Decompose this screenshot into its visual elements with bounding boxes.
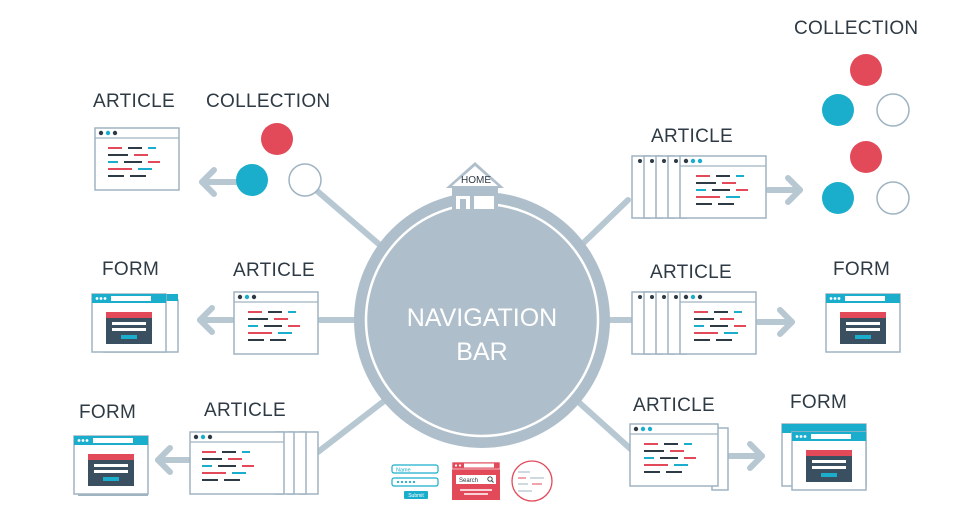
label-article-top-left: ARTICLE bbox=[93, 91, 175, 112]
form-bottom-right bbox=[781, 423, 867, 491]
article-page-top-left bbox=[94, 127, 180, 191]
arrow-left-bottom bbox=[155, 445, 193, 475]
hub-title-line2: BAR bbox=[456, 338, 507, 366]
article-page-bottom-right bbox=[629, 423, 729, 491]
label-article-bottom-right: ARTICLE bbox=[633, 395, 715, 416]
label-form-bottom-right: FORM bbox=[790, 392, 848, 413]
submit-button-label: Submit bbox=[408, 493, 424, 499]
spoke-bottom-right bbox=[571, 395, 637, 455]
collection-top-right-2 bbox=[822, 141, 910, 215]
collection-dot-cyan bbox=[822, 182, 854, 214]
collection-dot-red bbox=[850, 54, 882, 86]
label-collection-top-right: COLLECTION bbox=[794, 18, 919, 39]
collection-dot-empty bbox=[288, 163, 322, 197]
article-stack-mid-right bbox=[631, 291, 757, 355]
label-collection-top-left: COLLECTION bbox=[206, 91, 331, 112]
collection-dot-empty bbox=[876, 93, 910, 127]
article-page-mid-left bbox=[233, 291, 319, 355]
form-mid-left bbox=[91, 293, 179, 353]
submit-button[interactable] bbox=[404, 491, 428, 499]
flow-arrows bbox=[155, 167, 803, 475]
label-article-bottom-left: ARTICLE bbox=[204, 400, 286, 421]
search-input-label: Search bbox=[459, 478, 478, 484]
arrow-right-bottom bbox=[725, 441, 765, 471]
collection-dot-red bbox=[261, 123, 293, 155]
widget-login-form: Name Submit bbox=[391, 464, 439, 499]
widget-circular-card bbox=[511, 460, 553, 502]
form-bottom-left bbox=[73, 435, 149, 496]
collection-top-right-1 bbox=[822, 54, 910, 127]
arrow-left-mid bbox=[197, 305, 235, 335]
name-field-placeholder: Name bbox=[396, 468, 411, 474]
collection-top-left bbox=[236, 123, 322, 197]
home-label[interactable]: HOME bbox=[461, 175, 491, 186]
name-field[interactable] bbox=[391, 464, 439, 474]
collection-dot-cyan bbox=[822, 94, 854, 126]
label-article-mid-right: ARTICLE bbox=[650, 262, 732, 283]
label-form-bottom-left: FORM bbox=[79, 402, 137, 423]
collection-dot-empty bbox=[876, 181, 910, 215]
label-article-mid-left: ARTICLE bbox=[233, 260, 315, 281]
label-article-top-right: ARTICLE bbox=[651, 126, 733, 147]
article-stack-top-right bbox=[631, 155, 767, 219]
collection-dot-red bbox=[850, 141, 882, 173]
form-mid-right bbox=[825, 293, 901, 353]
hub-title-line1: NAVIGATION bbox=[407, 304, 557, 332]
spoke-bottom-left bbox=[315, 395, 391, 455]
search-icon[interactable] bbox=[487, 476, 493, 482]
spoke-top-left bbox=[313, 187, 391, 255]
article-stack-bottom-left bbox=[189, 431, 319, 495]
search-input[interactable] bbox=[456, 475, 496, 484]
label-form-mid-right: FORM bbox=[833, 259, 891, 280]
arrow-right-top bbox=[765, 175, 803, 205]
widget-search-window: Search bbox=[451, 461, 501, 500]
collection-dot-cyan bbox=[236, 164, 268, 196]
home-house-icon[interactable] bbox=[446, 162, 504, 210]
arrow-left-top bbox=[199, 167, 241, 197]
label-form-mid-left: FORM bbox=[102, 259, 160, 280]
arrow-right-mid bbox=[755, 307, 795, 337]
